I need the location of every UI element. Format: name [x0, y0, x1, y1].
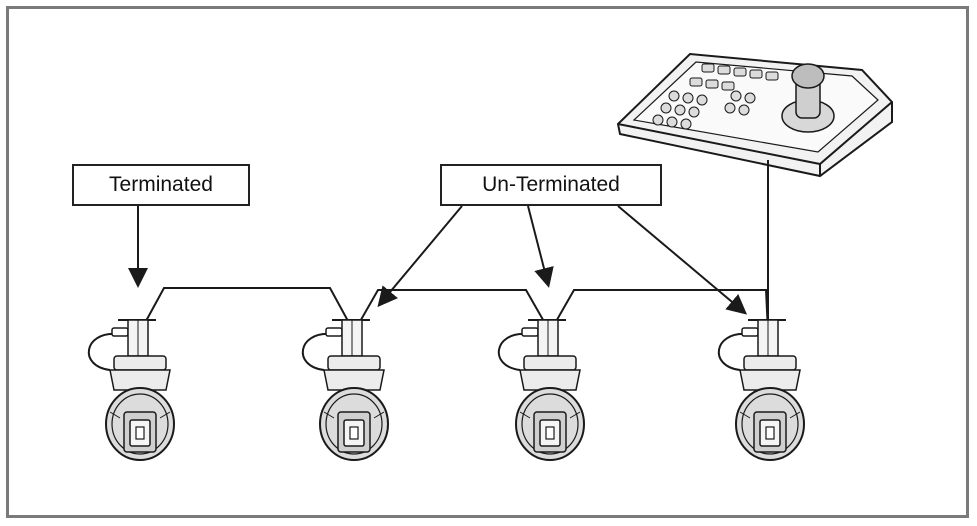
ptz-camera-3-icon — [497, 319, 585, 461]
arrow-unterminated-cam2 — [377, 205, 463, 308]
ptz-camera-2-icon — [301, 319, 389, 461]
ptz-camera-4-icon — [717, 319, 805, 461]
ptz-camera-1-icon — [87, 319, 175, 461]
arrow-unterminated-cam4 — [617, 205, 748, 315]
terminated-label: Terminated — [72, 164, 250, 206]
un-terminated-label: Un-Terminated — [440, 164, 662, 206]
keyboard-controller-icon — [616, 52, 893, 178]
rs485-daisy-chain — [139, 287, 769, 335]
arrow-unterminated-cam3 — [527, 205, 554, 288]
